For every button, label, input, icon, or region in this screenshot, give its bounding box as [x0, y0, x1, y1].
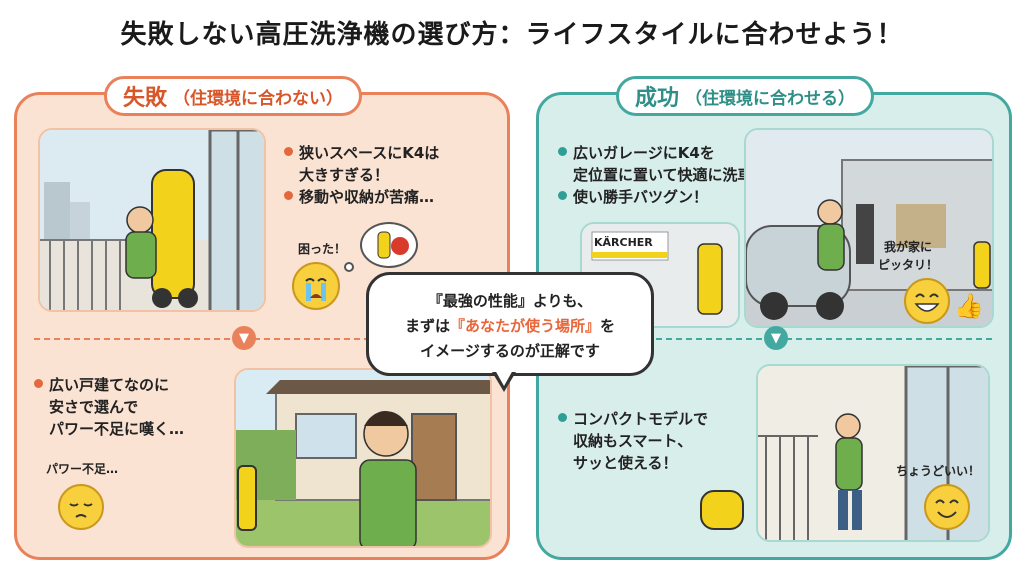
thumbs-up-icon: 👍 — [954, 292, 984, 320]
cleaning-person — [835, 413, 861, 439]
grinning-face-icon — [904, 278, 950, 324]
fail-case1-line1: 狭いスペースにK4は — [299, 144, 440, 162]
bubble-line1: 我が家に — [884, 240, 933, 254]
speech-line2: まずは『あなたが使う場所』を — [369, 314, 651, 339]
compact-balcony-scene — [758, 366, 988, 540]
brand-logo-text: KÄRCHER — [594, 236, 653, 249]
small-washer — [237, 465, 257, 531]
speech-tail-inner — [495, 370, 513, 386]
chevron-down-icon: ▼ — [764, 326, 788, 350]
success-heading: 成功 — [635, 86, 680, 111]
washer-k4 — [151, 169, 195, 299]
success-case2-line3: サッと使える！ — [573, 454, 678, 472]
grinning-face-glyph — [914, 293, 940, 312]
thought-bubble — [360, 222, 418, 268]
garage-illustration — [744, 128, 994, 328]
success-subheading: （住環境に合わせる） — [685, 88, 856, 109]
fail-house-illustration — [234, 368, 492, 548]
chevron-down-icon: ▼ — [232, 326, 256, 350]
fail-case1-bubble: 困った！ — [298, 242, 347, 256]
balcony-scene — [40, 130, 264, 310]
fail-case2-line2: 安さで選んで — [49, 398, 139, 416]
smiling-face-glyph — [935, 499, 959, 518]
fail-case2-text: 広い戸建てなのに 安さで選んで パワー不足に嘆く… — [34, 374, 184, 440]
fail-case2-line3: パワー不足に嘆く… — [49, 420, 185, 438]
sad-face-glyph — [69, 503, 93, 518]
bullet-dot — [558, 413, 567, 422]
success-case2-bubble: ちょうどいい！ — [896, 464, 981, 478]
fail-heading-pill: 失敗 （住環境に合わない） — [104, 76, 363, 116]
page-title: 失敗しない高圧洗浄機の選び方：ライフスタイルに合わせよう！ — [120, 20, 904, 50]
crying-face-icon — [292, 262, 340, 310]
fail-case1-text: 狭いスペースにK4は 大きすぎる！ 移動や収納が苦痛… — [284, 142, 439, 208]
success-case2-line2: 収納もスマート、 — [573, 432, 693, 450]
fail-divider — [34, 338, 490, 340]
success-case1-line3: 使い勝手バツグン！ — [573, 188, 709, 206]
success-heading-pill: 成功 （住環境に合わせる） — [616, 76, 875, 116]
compact-washer-icon — [700, 490, 744, 530]
success-case1-text: 広いガレージにK4を 定位置に置いて快適に洗車！ 使い勝手バツグン！ — [558, 142, 768, 208]
k4-washer — [697, 243, 723, 315]
smiling-face-icon — [924, 484, 970, 530]
speech-line1: 『最強の性能』よりも、 — [427, 292, 593, 310]
garage-scene — [746, 130, 992, 326]
sad-face-icon — [58, 484, 104, 530]
fail-case1-line3: 移動や収納が苦痛… — [299, 188, 435, 206]
bullet-dot — [284, 191, 293, 200]
compact-balcony-illustration — [756, 364, 990, 542]
success-case2-line1: コンパクトモデルで — [573, 410, 709, 428]
thought-dot — [344, 262, 354, 272]
happy-person — [817, 199, 843, 225]
success-case1-line1: 広いガレージにK4を — [573, 144, 715, 162]
washer-thought-icon — [377, 231, 409, 259]
speech-line2-pre: まずは — [404, 317, 450, 335]
speech-line3: イメージするのが正解です — [420, 342, 600, 360]
bullet-dot — [558, 191, 567, 200]
fail-balcony-illustration — [38, 128, 266, 312]
fail-case2-bubble: パワー不足… — [46, 462, 119, 476]
fail-case2-line1: 広い戸建てなのに — [49, 376, 170, 394]
fail-case1-line2: 大きすぎる！ — [299, 166, 390, 184]
speech-line2-post: を — [600, 317, 616, 335]
bubble-line2: ピッタリ！ — [878, 258, 939, 272]
success-case2-text: コンパクトモデルで 収納もスマート、 サッと使える！ — [558, 408, 708, 474]
house-scene — [236, 370, 490, 546]
fail-subheading: （住環境に合わない） — [173, 88, 344, 109]
person — [126, 206, 154, 234]
fail-heading: 失敗 — [123, 86, 168, 111]
center-speech-bubble: 『最強の性能』よりも、 まずは『あなたが使う場所』を イメージするのが正解です — [366, 272, 654, 376]
crying-face-glyph — [305, 278, 327, 301]
success-case1-line2: 定位置に置いて快適に洗車！ — [573, 166, 768, 184]
success-case1-bubble: 我が家に ピッタリ！ — [878, 238, 938, 274]
bullet-dot — [34, 379, 43, 388]
bullet-dot — [284, 147, 293, 156]
bullet-dot — [558, 147, 567, 156]
speech-highlight: 『あなたが使う場所』 — [449, 317, 600, 335]
